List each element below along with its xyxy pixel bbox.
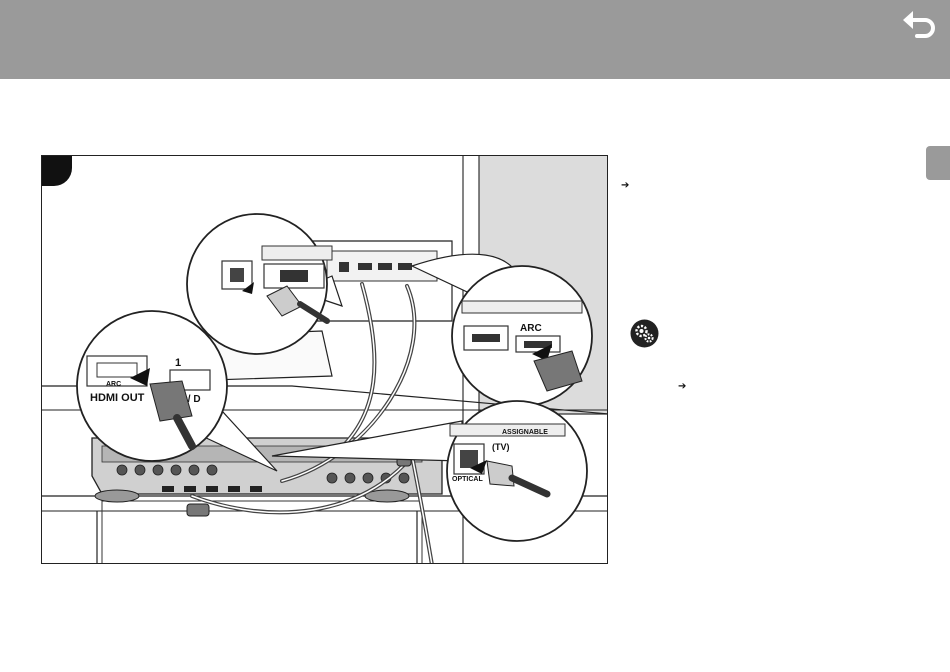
assignable-label: ASSIGNABLE (502, 429, 548, 436)
hdmi-out-label: HDMI OUT (90, 392, 145, 404)
receiver-optical-callout: ASSIGNABLE (TV) OPTICAL (447, 401, 587, 541)
arc-label-receiver: ARC (106, 381, 121, 388)
return-arrow-icon[interactable] (900, 7, 940, 41)
arc-label-tv: ARC (520, 323, 542, 334)
header-bar (0, 0, 950, 79)
tv-label: (TV) (492, 442, 510, 452)
optical-label: OPTICAL (452, 476, 483, 483)
receiver-hdmi-out-callout: ARC HDMI OUT 1 (BD/ D (77, 311, 227, 461)
step-marker (42, 156, 72, 186)
tv-hdmi-arc-callout: ARC (452, 266, 592, 406)
connection-illustration: ARC ARC HDMI OUT 1 (BD/ D ASSIGNABLE (TV… (41, 155, 608, 564)
reference-arrow-icon: ➔ (678, 382, 686, 392)
section-tab[interactable] (926, 146, 950, 180)
gear-settings-icon (630, 319, 659, 348)
input-1-label: 1 (175, 357, 181, 369)
reference-arrow-icon: ➔ (621, 181, 629, 191)
